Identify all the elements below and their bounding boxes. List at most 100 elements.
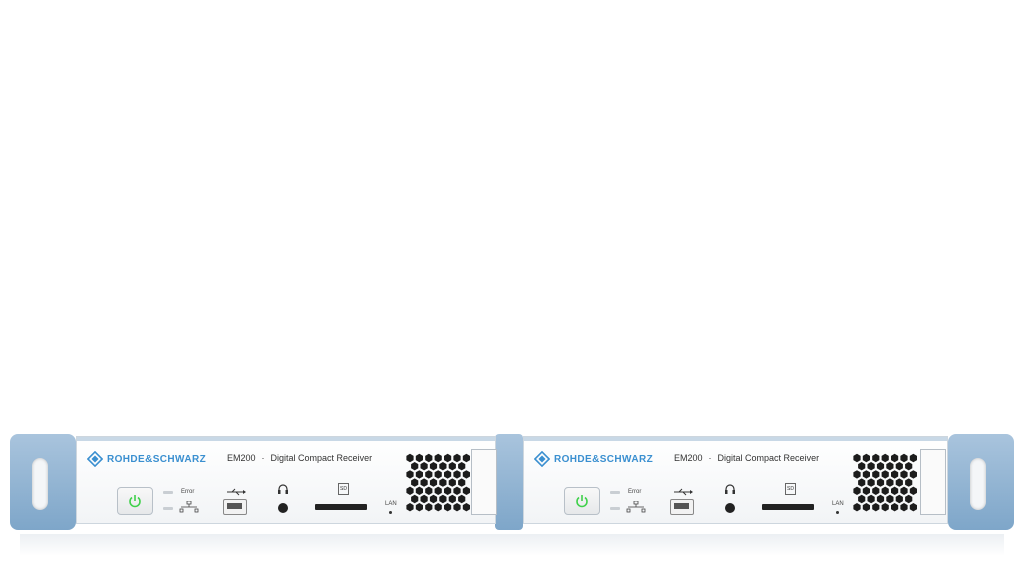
vent-hole bbox=[876, 478, 885, 487]
vent-hole bbox=[429, 494, 438, 504]
vent-hole bbox=[448, 478, 456, 487]
vent-hole bbox=[425, 470, 433, 479]
ventilation-grille bbox=[853, 453, 917, 512]
title-separator: · bbox=[261, 453, 265, 463]
vent-hole bbox=[411, 478, 419, 487]
vent-hole bbox=[429, 462, 438, 471]
headphone-jack[interactable] bbox=[725, 503, 735, 513]
vent-hole bbox=[415, 486, 423, 495]
floor-reflection bbox=[20, 534, 1004, 556]
status-led bbox=[610, 491, 620, 494]
model-title: EM200·Digital Compact Receiver bbox=[674, 453, 819, 463]
network-icon bbox=[179, 501, 199, 513]
ventilation-grille bbox=[406, 453, 470, 512]
vent-hole bbox=[867, 478, 875, 487]
vent-hole bbox=[876, 462, 885, 471]
error-label: Error bbox=[181, 489, 195, 495]
model-description: Digital Compact Receiver bbox=[270, 453, 373, 463]
power-icon bbox=[576, 495, 588, 508]
vent-hole bbox=[905, 478, 913, 487]
receiver-unit-2: ROHDE&SCHWARZ EM200·Digital Compact Rece… bbox=[523, 436, 948, 524]
error-led bbox=[610, 507, 620, 510]
status-led bbox=[163, 491, 173, 494]
blank-bay-panel bbox=[471, 449, 497, 515]
power-button[interactable] bbox=[117, 487, 153, 515]
vent-hole bbox=[853, 503, 861, 512]
vent-hole bbox=[453, 453, 461, 463]
vent-hole bbox=[909, 503, 917, 512]
headphone-jack[interactable] bbox=[278, 503, 288, 513]
rack-ear-left bbox=[10, 434, 76, 530]
power-icon bbox=[129, 495, 141, 508]
lan-led bbox=[836, 511, 839, 514]
usb-port[interactable] bbox=[670, 499, 694, 515]
sd-label: SD bbox=[338, 483, 349, 495]
rack-handle-slot bbox=[970, 458, 986, 510]
rack-joiner-bracket bbox=[495, 434, 523, 530]
power-button[interactable] bbox=[564, 487, 600, 515]
title-separator: · bbox=[708, 453, 712, 463]
vent-hole bbox=[425, 503, 433, 512]
vent-hole bbox=[448, 462, 456, 471]
vent-hole bbox=[909, 486, 917, 495]
usb-port[interactable] bbox=[223, 499, 247, 515]
vent-hole bbox=[872, 486, 880, 495]
vent-hole bbox=[420, 462, 428, 471]
lan-led bbox=[389, 511, 392, 514]
vent-hole bbox=[905, 462, 913, 471]
headphones-icon bbox=[725, 484, 735, 494]
vent-hole bbox=[895, 494, 903, 504]
vent-hole bbox=[434, 453, 442, 463]
model-title: EM200·Digital Compact Receiver bbox=[227, 453, 372, 463]
vent-hole bbox=[853, 453, 861, 463]
headphones-icon bbox=[278, 484, 288, 494]
vent-hole bbox=[406, 453, 414, 463]
vent-hole bbox=[458, 462, 466, 471]
vent-hole bbox=[406, 486, 414, 495]
vent-hole bbox=[862, 453, 870, 463]
vent-hole bbox=[458, 478, 466, 487]
vent-hole bbox=[872, 503, 880, 512]
vent-hole bbox=[872, 470, 880, 479]
vent-hole bbox=[448, 494, 456, 504]
vent-hole bbox=[858, 478, 866, 487]
brand-logo: ROHDE&SCHWARZ bbox=[87, 451, 206, 467]
vent-hole bbox=[909, 470, 917, 479]
vent-hole bbox=[886, 478, 894, 487]
vent-hole bbox=[425, 453, 433, 463]
vent-hole bbox=[891, 453, 899, 463]
vent-hole bbox=[462, 503, 470, 512]
usb-icon bbox=[674, 488, 693, 496]
vent-hole bbox=[420, 478, 428, 487]
rack-ear-right bbox=[948, 434, 1014, 530]
vent-hole bbox=[886, 494, 894, 504]
vent-hole bbox=[406, 470, 414, 479]
sd-card-slot[interactable] bbox=[315, 504, 367, 510]
lan-label: LAN bbox=[832, 501, 844, 507]
vent-hole bbox=[462, 470, 470, 479]
vent-hole bbox=[439, 478, 447, 487]
vent-hole bbox=[406, 503, 414, 512]
model-number: EM200 bbox=[674, 453, 703, 463]
vent-hole bbox=[434, 503, 442, 512]
vent-hole bbox=[881, 503, 889, 512]
vent-hole bbox=[444, 503, 452, 512]
rack-handle-slot bbox=[32, 458, 48, 510]
sd-card-slot[interactable] bbox=[762, 504, 814, 510]
vent-hole bbox=[900, 503, 908, 512]
vent-hole bbox=[895, 478, 903, 487]
vent-hole bbox=[891, 486, 899, 495]
vent-hole bbox=[895, 462, 903, 471]
vent-hole bbox=[900, 453, 908, 463]
lan-label: LAN bbox=[385, 501, 397, 507]
vent-hole bbox=[434, 486, 442, 495]
vent-hole bbox=[900, 470, 908, 479]
vent-hole bbox=[429, 478, 438, 487]
receiver-unit-1: ROHDE&SCHWARZ EM200·Digital Compact Rece… bbox=[76, 436, 497, 524]
vent-hole bbox=[867, 462, 875, 471]
vent-hole bbox=[862, 486, 870, 495]
vent-hole bbox=[909, 453, 917, 463]
vent-hole bbox=[444, 486, 452, 495]
vent-hole bbox=[858, 494, 866, 504]
usb-icon bbox=[227, 488, 246, 496]
